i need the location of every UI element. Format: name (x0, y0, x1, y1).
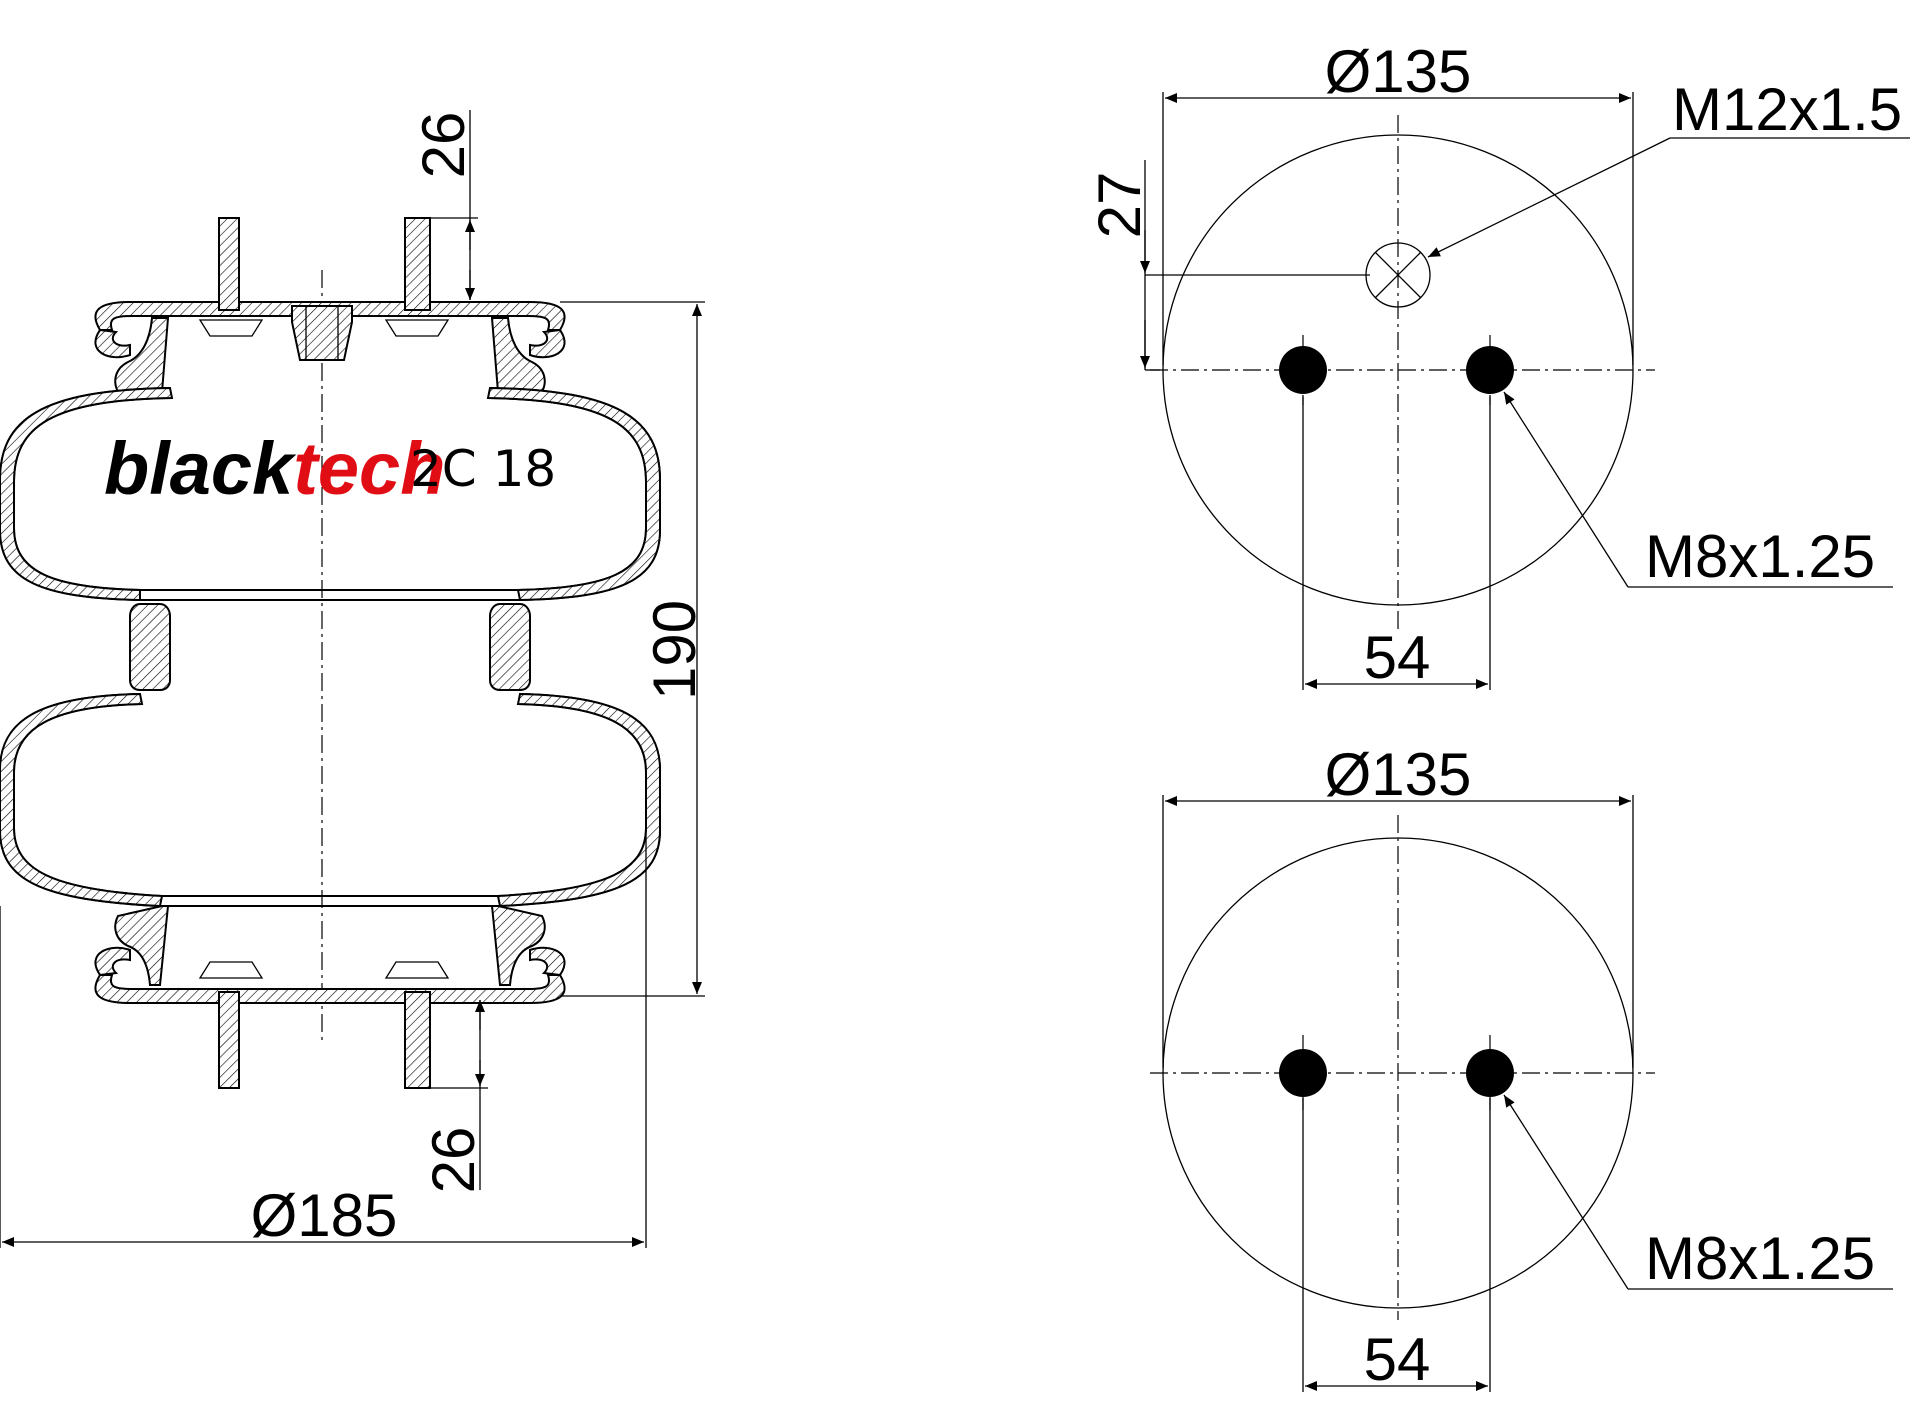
top-view: Ø135 27 M12x1.5 M8x1.25 54 (1086, 38, 1910, 691)
top-stud-left-head (198, 319, 264, 337)
lower-bellow-outer (0, 693, 661, 907)
offset-value: 27 (1086, 172, 1153, 239)
top-diameter: Ø135 (1325, 38, 1472, 105)
height-value: 190 (641, 600, 708, 700)
bottom-stud-left (218, 991, 240, 1089)
top-stud-spacing: 54 (1364, 624, 1431, 691)
top-stud-length: 26 (410, 112, 477, 179)
upper-bellow-wall-right (486, 386, 661, 602)
girdle-ring-right (489, 603, 531, 691)
top-stud-right (404, 217, 431, 311)
top-stud-thread: M8x1.25 (1645, 523, 1875, 590)
lower-bellow-wall-left (0, 692, 164, 908)
bottom-stud-leader (1503, 1094, 1629, 1290)
brand-logo-red: tech (293, 427, 445, 510)
fitting-leader (1427, 137, 1671, 258)
upper-bellow-wall-left (0, 386, 174, 602)
air-fitting-bore (305, 305, 339, 361)
bottom-stud-thread: M8x1.25 (1645, 1225, 1875, 1292)
model-number: 2C 18 (410, 440, 556, 498)
girdle-ring-left (129, 603, 171, 691)
lower-bellow-wall-right (496, 692, 661, 908)
top-stud-leader (1503, 391, 1629, 588)
bottom-bead-left (114, 905, 170, 986)
top-stud-left (218, 217, 240, 311)
bottom-stud-right-head (384, 961, 450, 979)
side-view: 190 26 26 Ø185 blacktech 2C 18 (0, 110, 708, 1249)
brand-logo: blacktech (104, 427, 445, 510)
bottom-stud-left-head (198, 961, 264, 979)
bottom-plate (94, 946, 566, 1004)
lower-bellow-inner (13, 703, 647, 897)
bottom-stud-right (404, 991, 431, 1089)
diameter-value: Ø185 (251, 1182, 398, 1249)
air-fitting (291, 305, 353, 361)
air-fitting-symbol (1365, 242, 1431, 308)
bottom-stud-length: 26 (420, 1127, 487, 1194)
bottom-stud-spacing: 54 (1364, 1326, 1431, 1393)
bottom-bead-right (490, 905, 546, 986)
fitting-thread: M12x1.5 (1672, 76, 1902, 143)
bottom-view: Ø135 M8x1.25 54 (1150, 741, 1893, 1393)
bottom-diameter: Ø135 (1325, 741, 1472, 808)
brand-logo-black: black (104, 427, 297, 510)
top-stud-right-head (384, 319, 450, 337)
